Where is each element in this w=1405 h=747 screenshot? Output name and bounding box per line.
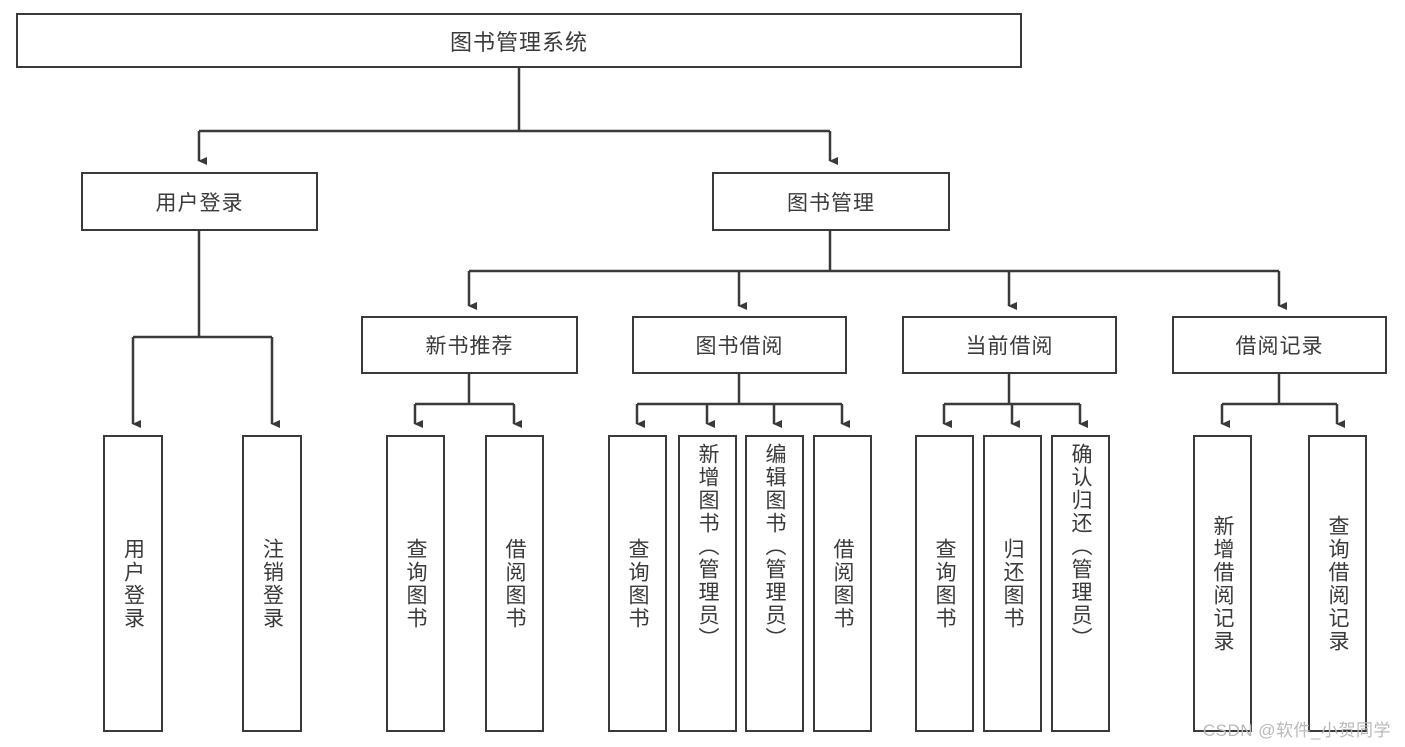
leaf-add-book-label: 新增图书（管理员） xyxy=(696,443,719,650)
node-book-borrow-label: 图书借阅 xyxy=(695,335,784,358)
leaf-query-book-2-label: 查询图书 xyxy=(626,537,649,630)
node-root[interactable]: 图书管理系统 xyxy=(16,13,1022,68)
leaf-return-book-label: 归还图书 xyxy=(1001,537,1024,630)
leaf-query-book-1[interactable]: 查询图书 xyxy=(386,435,445,732)
leaf-add-book[interactable]: 新增图书（管理员） xyxy=(678,435,737,732)
node-new-book-recommend-label: 新书推荐 xyxy=(425,335,514,358)
node-borrow-record[interactable]: 借阅记录 xyxy=(1172,316,1387,374)
watermark-text: CSDN @软件_小贺同学 xyxy=(1202,721,1391,740)
node-new-book-recommend[interactable]: 新书推荐 xyxy=(361,316,578,374)
leaf-borrow-book-1[interactable]: 借阅图书 xyxy=(485,435,544,732)
node-current-borrow[interactable]: 当前借阅 xyxy=(902,316,1117,374)
leaf-query-book-1-label: 查询图书 xyxy=(404,537,427,630)
leaf-query-book-3-label: 查询图书 xyxy=(933,537,956,630)
node-user-login-label: 用户登录 xyxy=(155,191,244,215)
node-book-management[interactable]: 图书管理 xyxy=(712,172,950,231)
node-user-login[interactable]: 用户登录 xyxy=(81,172,318,231)
leaf-user-login-label: 用户登录 xyxy=(121,537,145,630)
leaf-add-record-label: 新增借阅记录 xyxy=(1211,514,1234,653)
node-book-borrow[interactable]: 图书借阅 xyxy=(632,316,847,374)
leaf-query-book-2[interactable]: 查询图书 xyxy=(608,435,667,732)
leaf-borrow-book-2-label: 借阅图书 xyxy=(831,537,854,630)
leaf-confirm-return-label: 确认归还（管理员） xyxy=(1069,443,1092,650)
leaf-borrow-book-1-label: 借阅图书 xyxy=(503,537,526,630)
leaf-confirm-return[interactable]: 确认归还（管理员） xyxy=(1051,435,1110,732)
leaf-query-record-label: 查询借阅记录 xyxy=(1326,514,1349,653)
node-root-label: 图书管理系统 xyxy=(449,29,588,55)
leaf-borrow-book-2[interactable]: 借阅图书 xyxy=(813,435,872,732)
leaf-query-book-3[interactable]: 查询图书 xyxy=(915,435,974,732)
leaf-edit-book-label: 编辑图书（管理员） xyxy=(763,443,786,650)
leaf-user-logout-label: 注销登录 xyxy=(260,537,284,630)
leaf-user-login[interactable]: 用户登录 xyxy=(103,435,163,732)
leaf-edit-book[interactable]: 编辑图书（管理员） xyxy=(745,435,804,732)
leaf-return-book[interactable]: 归还图书 xyxy=(983,435,1042,732)
leaf-add-record[interactable]: 新增借阅记录 xyxy=(1193,435,1252,732)
leaf-user-logout[interactable]: 注销登录 xyxy=(242,435,302,732)
node-book-management-label: 图书管理 xyxy=(787,191,875,215)
node-borrow-record-label: 借阅记录 xyxy=(1235,335,1324,358)
leaf-query-record[interactable]: 查询借阅记录 xyxy=(1308,435,1367,732)
node-current-borrow-label: 当前借阅 xyxy=(965,335,1054,358)
